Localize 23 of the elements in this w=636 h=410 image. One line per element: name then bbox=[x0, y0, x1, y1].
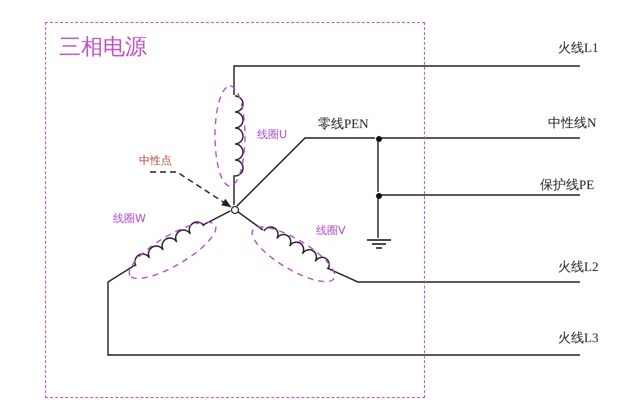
wire bbox=[233, 65, 580, 95]
wire-label: 火线L3 bbox=[558, 330, 598, 345]
callout-label: 中性点 bbox=[139, 153, 172, 168]
leader-line bbox=[150, 171, 232, 208]
wire-label: 中性线N bbox=[548, 115, 596, 130]
coil-label: 线圈W bbox=[113, 211, 146, 226]
wire bbox=[233, 175, 235, 205]
wire bbox=[326, 267, 580, 283]
coil-label: 线圈V bbox=[316, 223, 346, 238]
wire-label: 保护线PE bbox=[540, 177, 594, 192]
wire-label: 火线L1 bbox=[558, 40, 598, 55]
wire bbox=[377, 141, 379, 192]
wire-label: 火线L2 bbox=[558, 259, 598, 274]
wire bbox=[236, 137, 375, 207]
coil-label: 线圈U bbox=[257, 127, 288, 142]
wire bbox=[236, 210, 264, 231]
wire-label: 零线PEN bbox=[318, 116, 369, 131]
wire bbox=[202, 210, 231, 226]
wire bbox=[377, 198, 379, 238]
wire bbox=[381, 137, 580, 139]
group-title: 三相电源 bbox=[59, 35, 147, 61]
wire bbox=[107, 264, 580, 356]
wire bbox=[381, 194, 580, 196]
